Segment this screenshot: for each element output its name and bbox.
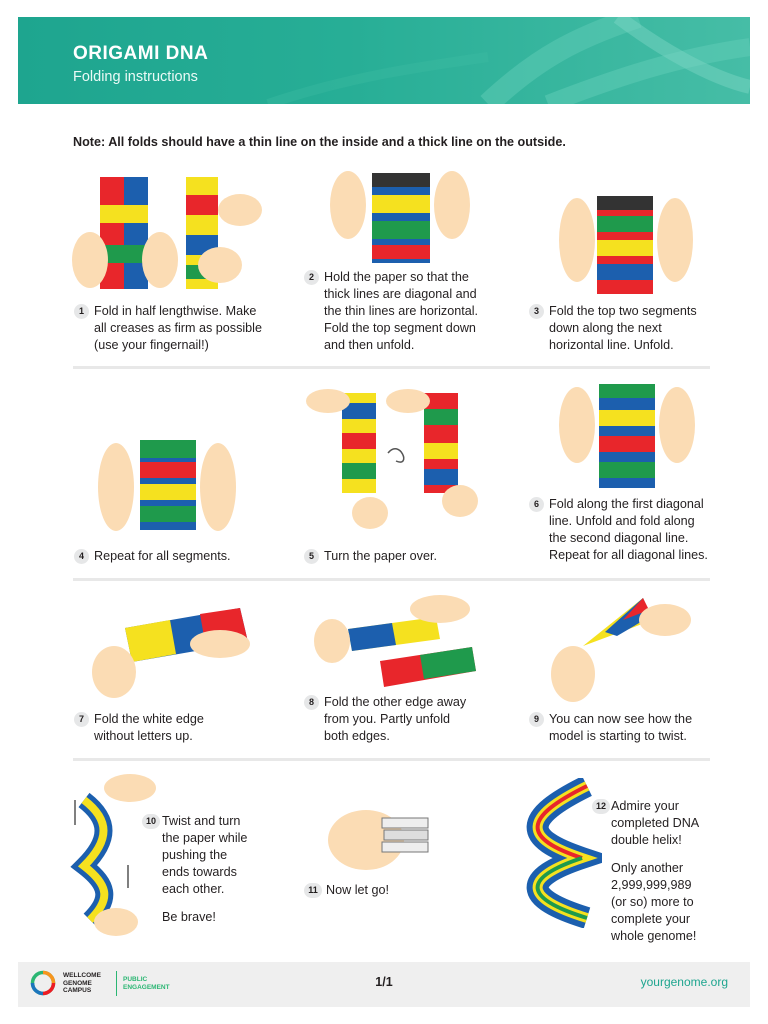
step-number: 2	[304, 270, 319, 285]
step-4-text: Repeat for all segments.	[94, 549, 231, 563]
step-1-illustration	[72, 177, 262, 289]
step-3-illustration	[559, 196, 693, 294]
step-6-illustration	[559, 384, 695, 488]
step-number: 5	[304, 549, 319, 564]
step-8: 8 Fold the other edge away from you. Par…	[300, 595, 520, 750]
step-number: 10	[142, 814, 160, 829]
step-9: 9 You can now see how the model is start…	[525, 590, 740, 750]
step-number: 7	[74, 712, 89, 727]
step-8-illustration	[314, 595, 476, 687]
step-5-illustration	[306, 389, 478, 529]
page-subtitle: Folding instructions	[73, 69, 198, 85]
logo-divider	[116, 971, 117, 996]
step-3-text: Fold the top two segments down along the…	[549, 304, 697, 352]
wellcome-logo-icon	[30, 970, 56, 996]
step-10-illustration	[70, 774, 156, 936]
step-2-illustration	[330, 171, 470, 263]
row-divider	[73, 366, 710, 369]
step-6-text: Fold along the first diagonal line. Unfo…	[549, 497, 708, 562]
page-number: 1/1	[375, 975, 393, 989]
step-2-text: Hold the paper so that the thick lines a…	[324, 270, 479, 352]
step-10-text: Twist and turn the paper while pushing t…	[162, 814, 248, 896]
step-12-illustration	[526, 778, 602, 928]
step-3: 3 Fold the top two segments down along t…	[525, 190, 740, 360]
step-5: 5 Turn the paper over.	[300, 383, 520, 573]
step-12-text: Admire your completed DNA double helix!	[611, 799, 700, 847]
step-number: 3	[529, 304, 544, 319]
logo-subtitle: PUBLIC ENGAGEMENT	[123, 976, 170, 991]
step-7: 7 Fold the white edge without letters up…	[70, 600, 290, 750]
step-10-extra: Be brave!	[162, 910, 216, 924]
step-number: 6	[529, 497, 544, 512]
step-number: 9	[529, 712, 544, 727]
logo-text: WELLCOME GENOME CAMPUS	[63, 972, 101, 994]
step-2: 2 Hold the paper so that the thick lines…	[300, 165, 520, 365]
step-10: 10 Twist and turn the paper while pushin…	[70, 770, 300, 940]
step-4: 4 Repeat for all segments.	[70, 432, 290, 572]
step-7-illustration	[92, 608, 250, 698]
step-6: 6 Fold along the first diagonal line. Un…	[525, 380, 740, 570]
step-11-illustration	[328, 810, 429, 870]
step-1-text: Fold in half lengthwise. Make all crease…	[94, 304, 262, 352]
footer: WELLCOME GENOME CAMPUS PUBLIC ENGAGEMENT…	[18, 962, 750, 1007]
header-banner: ORIGAMI DNA Folding instructions	[18, 17, 750, 104]
step-9-text: You can now see how the model is startin…	[549, 712, 693, 743]
step-7-text: Fold the white edge without letters up.	[94, 712, 204, 743]
step-11: 11 Now let go!	[300, 790, 510, 910]
step-12: 12 Admire your completed DNA double heli…	[512, 778, 740, 948]
step-number: 11	[304, 883, 322, 898]
step-12-extra: Only another 2,999,999,989 (or so) more …	[611, 861, 697, 943]
step-8-text: Fold the other edge away from you. Partl…	[324, 695, 467, 743]
website-link[interactable]: yourgenome.org	[640, 975, 728, 989]
step-1: 1 Fold in half lengthwise. Make all crea…	[70, 165, 290, 365]
row-divider	[73, 758, 710, 761]
step-number: 12	[592, 799, 610, 814]
step-number: 8	[304, 695, 319, 710]
dna-banner-illustration	[266, 17, 750, 104]
step-11-text: Now let go!	[326, 883, 389, 897]
row-divider	[73, 578, 710, 581]
folding-note: Note: All folds should have a thin line …	[73, 135, 566, 149]
step-number: 1	[74, 304, 89, 319]
step-5-text: Turn the paper over.	[324, 549, 437, 563]
step-4-illustration	[98, 440, 236, 531]
page-title: ORIGAMI DNA	[73, 43, 209, 64]
step-9-illustration	[551, 598, 691, 702]
step-number: 4	[74, 549, 89, 564]
